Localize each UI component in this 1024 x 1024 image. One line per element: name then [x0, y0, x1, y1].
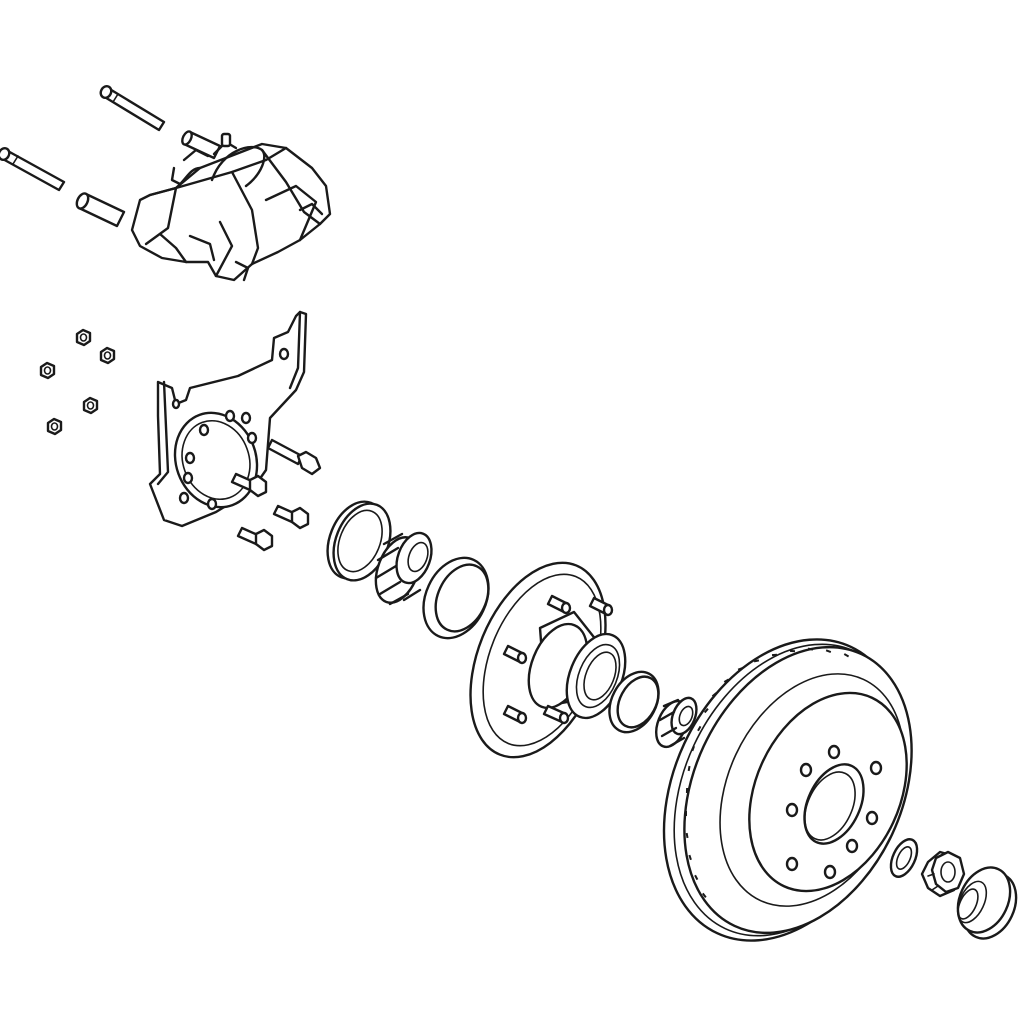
inner-bearing-cone — [374, 531, 433, 606]
caliper-mounting-bracket — [148, 310, 308, 528]
wheel-hub — [469, 561, 627, 759]
bracket-mounting-bolt — [272, 504, 310, 530]
bracket-mounting-bolt — [230, 472, 268, 498]
caliper-bushing — [75, 192, 126, 228]
wheel-stud — [542, 704, 570, 725]
wheel-stud — [502, 644, 528, 665]
rotor-vent-slots — [685, 647, 850, 898]
caliper-bushing — [181, 130, 222, 160]
brake-rotor — [662, 638, 913, 942]
lug-nut — [99, 346, 116, 365]
bracket-mounting-bolt — [236, 526, 274, 552]
wheel-stud — [588, 596, 614, 617]
spindle-washer — [889, 838, 919, 878]
lug-nut — [82, 396, 99, 415]
lug-nut — [46, 417, 63, 436]
outer-bearing-cone — [655, 696, 698, 749]
outer-bearing-race — [608, 670, 660, 734]
wheel-stud — [546, 594, 572, 615]
lug-nut — [39, 361, 56, 380]
inner-bearing-race — [422, 556, 490, 640]
bracket-mounting-bolt — [266, 438, 322, 476]
caliper-guide-pin — [0, 147, 66, 192]
castle-nut — [920, 850, 966, 898]
lug-nut — [75, 328, 92, 347]
dust-cap — [956, 866, 1018, 940]
grease-seal — [326, 500, 392, 582]
brake-caliper — [130, 132, 332, 282]
wheel-stud — [502, 704, 528, 725]
caliper-guide-pin — [99, 85, 166, 132]
